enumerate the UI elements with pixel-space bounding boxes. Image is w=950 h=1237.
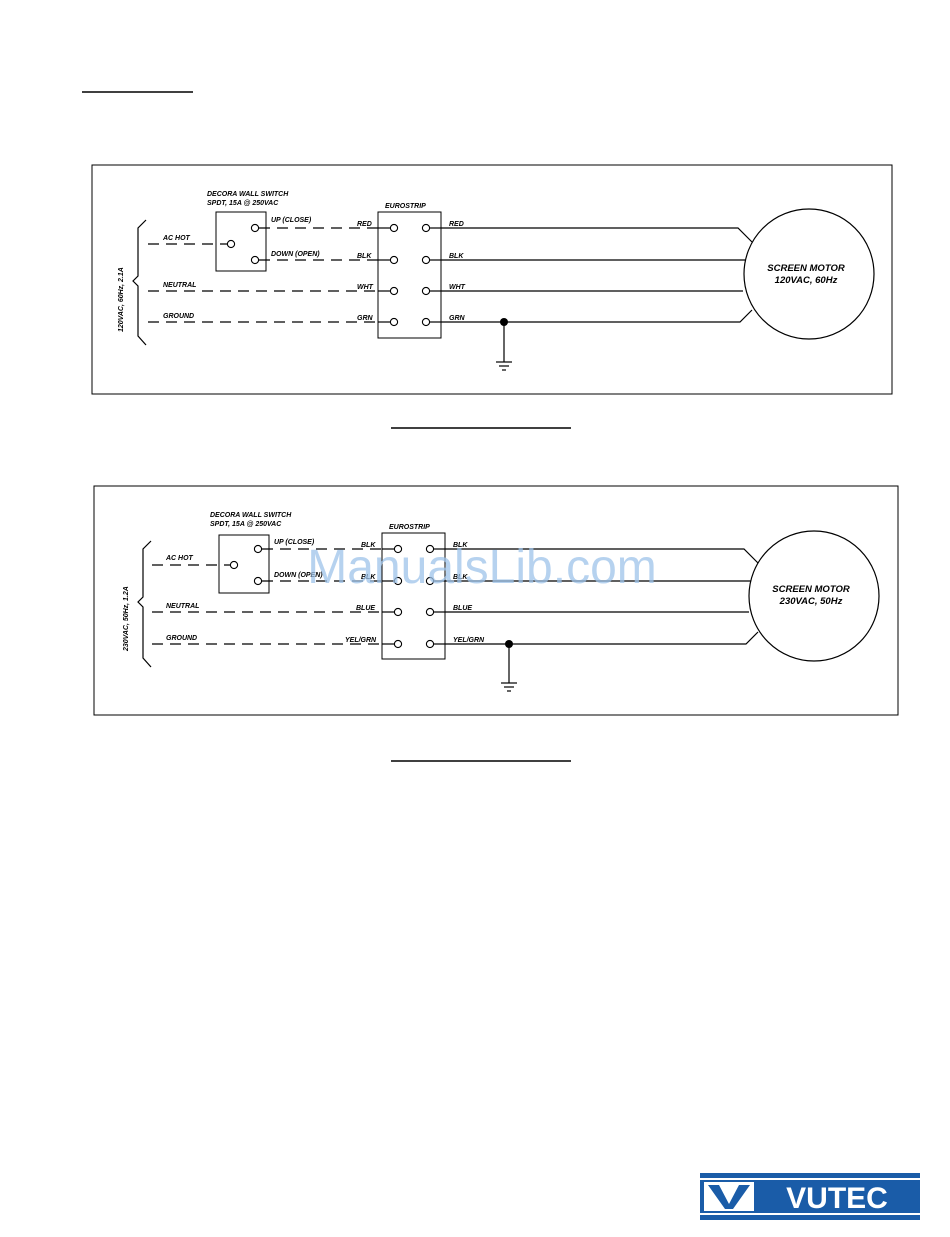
line-label-ground: GROUND	[163, 313, 194, 320]
diagram-frame	[91, 164, 893, 395]
wiring-diagram-120vac: 120VAC, 60Hz, 2.1A AC HOT NEUTRAL GROUND…	[91, 164, 893, 395]
eurostrip-label: EUROSTRIP	[385, 203, 426, 210]
switch-common-terminal	[229, 560, 239, 570]
strip-left-label: BLUE	[356, 605, 375, 612]
strip-terminals	[382, 544, 445, 649]
motor-label-2: 230VAC, 50Hz	[779, 596, 843, 607]
supply-brace	[137, 540, 152, 668]
switch-down-terminal	[253, 576, 263, 586]
supply-rating: 120VAC, 60Hz, 2.1A	[118, 267, 125, 332]
strip-right-label: BLK	[453, 574, 468, 581]
switch-down-label: DOWN (OPEN)	[274, 572, 323, 579]
strip-right-label: BLK	[449, 253, 464, 260]
motor-label-1: SCREEN MOTOR	[767, 263, 845, 274]
switch-up-terminal	[253, 544, 263, 554]
diagram-frame	[93, 485, 899, 716]
strip-left-label: BLK	[361, 574, 376, 581]
strip-right-label: RED	[449, 221, 464, 228]
eurostrip-label: EUROSTRIP	[389, 524, 430, 531]
logo-text: VUTEC	[786, 1182, 888, 1215]
switch-down-label: DOWN (OPEN)	[271, 251, 320, 258]
switch-label-2: SPDT, 15A @ 250VAC	[207, 200, 279, 207]
watermark: ManualsLib.com	[307, 541, 657, 594]
strip-right-label: BLUE	[453, 605, 472, 612]
switch-label-1: DECORA WALL SWITCH	[207, 191, 289, 198]
switch-box	[215, 211, 267, 272]
ground-symbol	[496, 322, 512, 371]
strip-terminals	[378, 223, 441, 327]
vutec-logo: VUTEC	[700, 1173, 920, 1220]
strip-left-label: WHT	[357, 284, 374, 291]
line-label-ground: GROUND	[166, 635, 197, 642]
strip-left-label: GRN	[357, 315, 374, 322]
motor-label-1: SCREEN MOTOR	[772, 584, 850, 595]
switch-label-2: SPDT, 15A @ 250VAC	[210, 521, 282, 528]
switch-label-1: DECORA WALL SWITCH	[210, 512, 292, 519]
line-label-ac-hot: AC HOT	[165, 555, 194, 562]
strip-left-label: BLK	[357, 253, 372, 260]
eurostrip-box	[377, 211, 442, 339]
strip-right-label: BLK	[453, 542, 468, 549]
screen-motor	[748, 530, 880, 662]
line-label-ac-hot: AC HOT	[162, 235, 191, 242]
strip-left-label: YEL/GRN	[345, 637, 377, 644]
motor-wire-4	[441, 309, 753, 323]
wiring-diagram-230vac: 230VAC, 50Hz, 1.2A AC HOT NEUTRAL GROUND…	[93, 485, 899, 716]
strip-left-label: RED	[357, 221, 372, 228]
screen-motor	[743, 208, 875, 340]
motor-label-2: 120VAC, 60Hz	[775, 275, 838, 286]
logo-v-icon	[708, 1185, 750, 1209]
motor-wire-1	[441, 227, 753, 243]
motor-wire-1	[445, 548, 759, 564]
motor-wire-4	[445, 631, 759, 645]
switch-up-label: UP (CLOSE)	[271, 217, 312, 224]
line-label-neutral: NEUTRAL	[166, 603, 199, 610]
switch-box	[218, 534, 270, 594]
line-label-neutral: NEUTRAL	[163, 282, 196, 289]
switch-up-terminal	[250, 223, 260, 233]
supply-rating: 230VAC, 50Hz, 1.2A	[123, 586, 130, 652]
strip-right-label: WHT	[449, 284, 466, 291]
switch-down-terminal	[250, 255, 260, 265]
strip-right-label: GRN	[449, 315, 466, 322]
eurostrip-box	[381, 532, 446, 660]
switch-up-label: UP (CLOSE)	[274, 539, 315, 546]
strip-left-label: BLK	[361, 542, 376, 549]
supply-brace	[132, 219, 147, 346]
ground-symbol	[501, 644, 517, 692]
strip-right-label: YEL/GRN	[453, 637, 485, 644]
switch-common-terminal	[226, 239, 236, 249]
